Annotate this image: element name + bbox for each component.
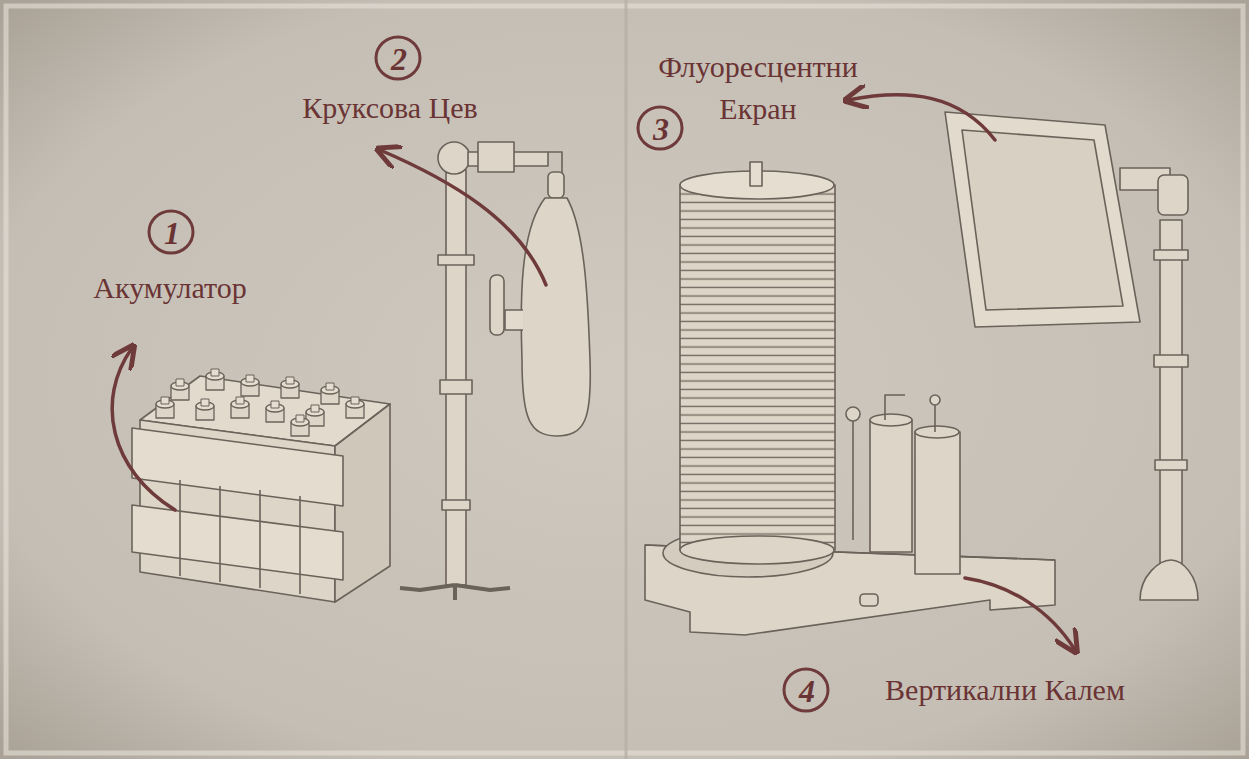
callout-number: 2: [391, 38, 407, 80]
callout-number: 4: [799, 670, 815, 712]
part-label: Круксова Цев: [302, 87, 478, 129]
accumulator-crate: [132, 369, 390, 602]
callout-number: 1: [164, 212, 180, 254]
callout-number: 3: [653, 108, 669, 150]
part-label: Вертикални Калем: [885, 669, 1125, 711]
leader-arrows: [112, 95, 1075, 650]
crookes-tube: [490, 172, 590, 436]
part-label: Флуоресцентни Екран: [658, 46, 857, 130]
paper-fold: [625, 0, 628, 759]
fluorescent-screen: [945, 112, 1198, 600]
callout-circles: [149, 37, 828, 711]
part-label: Акумулатор: [93, 267, 246, 309]
